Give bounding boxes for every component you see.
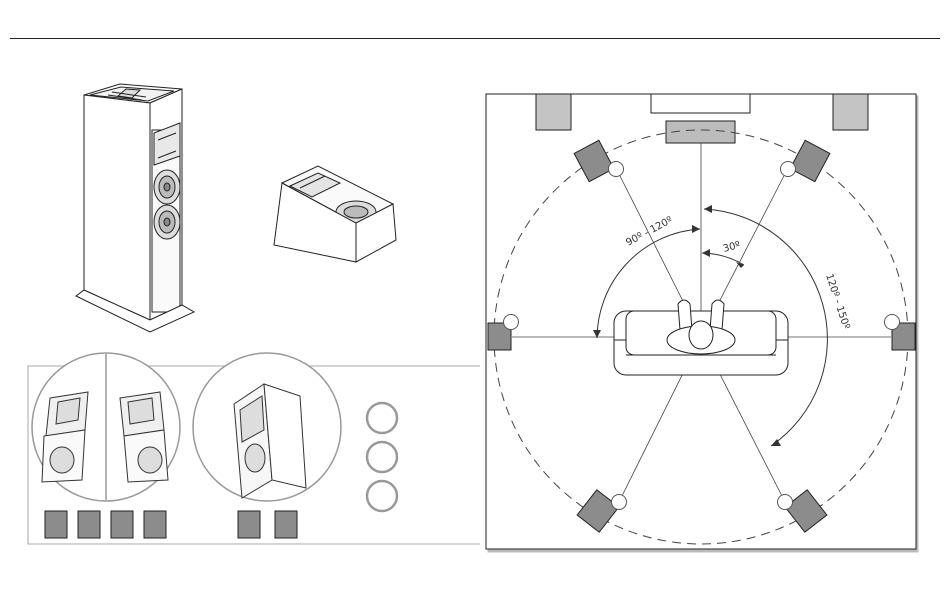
speaker-square-4 (144, 511, 166, 538)
placement-panel (28, 353, 480, 544)
speaker-square-5 (238, 511, 260, 538)
indicator-circle-3 (367, 481, 397, 511)
front-left-tower (536, 94, 571, 130)
front-right-tower (833, 94, 868, 130)
elevation-detail-circle (193, 353, 341, 501)
tower-detail-circle (32, 353, 180, 501)
speaker-square-3 (111, 511, 133, 538)
indicator-circle-1 (367, 403, 397, 433)
tower-speaker-illustration (76, 84, 194, 332)
room-layout: 90º - 120º 30º 120º - 150º (486, 94, 917, 551)
speaker-square-2 (78, 511, 100, 538)
elevation-speaker-illustration (274, 166, 396, 262)
tv-screen (651, 94, 750, 113)
center-speaker (666, 121, 735, 143)
speaker-square-6 (275, 511, 297, 538)
speaker-square-1 (45, 511, 67, 538)
indicator-circle-2 (367, 442, 397, 472)
sofa-with-listener (614, 300, 788, 375)
